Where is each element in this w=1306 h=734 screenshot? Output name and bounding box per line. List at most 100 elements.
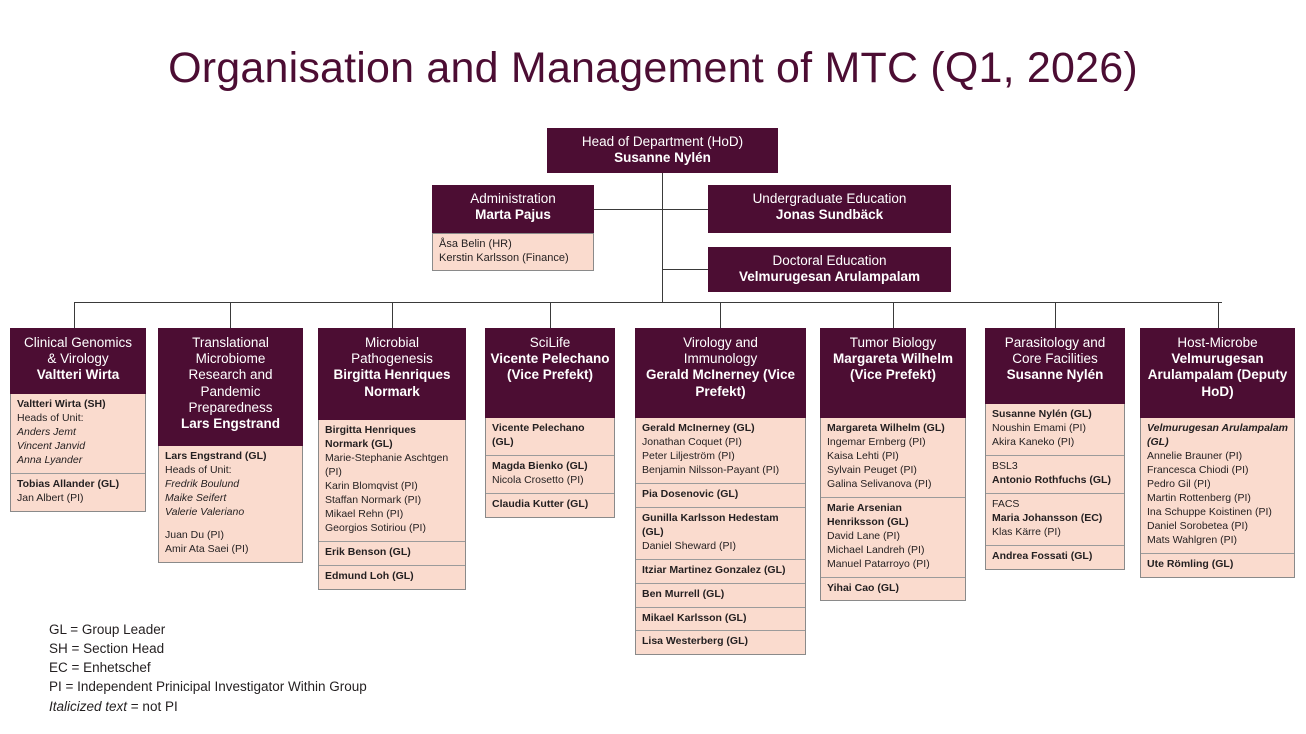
group-person: Peter Liljeström (PI) <box>642 449 735 462</box>
group-person: Jonathan Coquet (PI) <box>642 435 742 448</box>
group-block[interactable]: Marie Arsenian Henriksson (GL)David Lane… <box>821 498 965 578</box>
column-header-name: Valtteri Wirta <box>36 367 120 383</box>
connector-doctoral-horizontal <box>662 269 708 270</box>
group-block[interactable]: Magda Bienko (GL)Nicola Crosetto (PI) <box>486 456 614 494</box>
doctoral-role: Doctoral Education <box>772 253 887 268</box>
box-undergraduate-education[interactable]: Undergraduate Education Jonas Sundbäck <box>708 185 951 233</box>
group-person: Martin Rottenberg (PI) <box>1147 491 1251 504</box>
group-person: Maria Johansson (EC) <box>992 511 1103 524</box>
connector-drop-6 <box>1055 302 1056 328</box>
doctoral-name: Velmurugesan Arulampalam <box>738 268 921 284</box>
group-person: Francesca Chiodi (PI) <box>1147 463 1249 476</box>
group-block[interactable]: Vicente Pelechano (GL) <box>486 418 614 456</box>
connector-admin-horizontal <box>594 209 662 210</box>
group-block[interactable]: Gunilla Karlsson Hedestam (GL)Daniel She… <box>636 508 805 560</box>
column-header-line: Host-Microbe <box>1177 335 1258 350</box>
group-block[interactable]: Birgitta Henriques Normark (GL)Marie-Ste… <box>319 420 465 542</box>
group-block[interactable]: Tobias Allander (GL)Jan Albert (PI) <box>11 474 145 511</box>
group-person: Daniel Sheward (PI) <box>642 539 736 552</box>
group-person: Itziar Martinez Gonzalez (GL) <box>642 563 786 576</box>
column-body: Birgitta Henriques Normark (GL)Marie-Ste… <box>318 420 466 590</box>
group-person: Benjamin Nilsson-Payant (PI) <box>642 463 780 476</box>
group-block[interactable]: Andrea Fossati (GL) <box>986 546 1124 569</box>
group-block[interactable]: Ben Murrell (GL) <box>636 584 805 608</box>
column-header-line: Core Facilities <box>1012 351 1098 367</box>
group-person: Kaisa Lehti (PI) <box>827 449 899 462</box>
group-block[interactable]: Ute Römling (GL) <box>1141 554 1294 577</box>
group-block[interactable]: Pia Dosenovic (GL) <box>636 484 805 508</box>
group-person: Lars Engstrand (GL) <box>165 450 267 462</box>
column-header-line: Preparedness <box>188 399 273 415</box>
column-body: Susanne Nylén (GL)Noushin Emami (PI)Akir… <box>985 404 1125 570</box>
group-person: Maike Seifert <box>165 491 227 504</box>
column-header-line: & Virology <box>47 351 109 367</box>
group-person: Gerald McInerney (GL) <box>642 422 755 434</box>
legend-italic-definition: = not PI <box>127 698 178 714</box>
group-block[interactable]: Claudia Kutter (GL) <box>486 494 614 517</box>
administration-staff-0: Åsa Belin (HR) <box>439 238 512 250</box>
connector-drop-3 <box>550 302 551 328</box>
column-body: Valtteri Wirta (SH)Heads of Unit:Anders … <box>10 394 146 512</box>
connector-drop-4 <box>720 302 721 328</box>
box-head-of-department[interactable]: Head of Department (HoD) Susanne Nylén <box>547 128 778 173</box>
legend-italic-term: Italicized text <box>49 698 128 714</box>
group-block[interactable]: Gerald McInerney (GL)Jonathan Coquet (PI… <box>636 418 805 484</box>
group-block[interactable]: Lisa Westerberg (GL) <box>636 631 805 654</box>
column-header-line: Clinical Genomics <box>23 335 133 350</box>
group-person: Ute Römling (GL) <box>1147 557 1234 570</box>
group-person: Velmurugesan Arulampalam (GL) <box>1147 422 1289 448</box>
group-block[interactable]: Erik Benson (GL) <box>319 542 465 566</box>
column-header-line: Microbiome <box>195 351 266 367</box>
group-person: Anna Lyander <box>17 453 83 466</box>
group-block[interactable]: Mikael Karlsson (GL) <box>636 608 805 632</box>
column-header-name: Velmurugesan Arulampalam (Deputy HoD) <box>1147 351 1288 399</box>
group-person: Michael Landreh (PI) <box>827 543 925 556</box>
group-person: Heads of Unit: <box>165 463 232 476</box>
group-block[interactable]: Yihai Cao (GL) <box>821 578 965 601</box>
group-person: Juan Du (PI) <box>165 528 224 541</box>
group-block[interactable]: Susanne Nylén (GL)Noushin Emami (PI)Akir… <box>986 404 1124 456</box>
group-person: Vincent Janvid <box>17 439 86 452</box>
group-person: Georgios Sotiriou (PI) <box>325 521 426 534</box>
group-person: David Lane (PI) <box>827 529 900 542</box>
group-person: Akira Kaneko (PI) <box>992 435 1075 448</box>
column-body: Velmurugesan Arulampalam (GL)Annelie Bra… <box>1140 418 1295 578</box>
column-header-line: Immunology <box>683 351 758 367</box>
page-title: Organisation and Management of MTC (Q1, … <box>168 44 1138 92</box>
group-person: Birgitta Henriques Normark (GL) <box>325 424 417 450</box>
column-header-line: Microbial <box>364 335 419 350</box>
group-person: FACS <box>992 497 1020 510</box>
column-header-name: Gerald McInerney (Vice Prefekt) <box>645 367 796 399</box>
group-block[interactable]: Velmurugesan Arulampalam (GL)Annelie Bra… <box>1141 418 1294 554</box>
box-doctoral-education[interactable]: Doctoral Education Velmurugesan Arulampa… <box>708 247 951 292</box>
group-person: Sylvain Peuget (PI) <box>827 463 917 476</box>
connector-drop-5 <box>893 302 894 328</box>
group-block[interactable]: Margareta Wilhelm (GL)Ingemar Ernberg (P… <box>821 418 965 498</box>
group-block[interactable]: Edmund Loh (GL) <box>319 566 465 589</box>
group-block[interactable]: Lars Engstrand (GL)Heads of Unit:Fredrik… <box>159 446 302 562</box>
administration-staff-1: Kerstin Karlsson (Finance) <box>439 252 569 265</box>
group-person: Lisa Westerberg (GL) <box>642 635 748 648</box>
box-administration[interactable]: Administration Marta Pajus <box>432 185 594 233</box>
group-block[interactable]: Itziar Martinez Gonzalez (GL) <box>636 560 805 584</box>
group-block[interactable]: Valtteri Wirta (SH)Heads of Unit:Anders … <box>11 394 145 474</box>
group-person: Andrea Fossati (GL) <box>992 549 1093 562</box>
group-person: Ina Schuppe Koistinen (PI) <box>1147 505 1272 518</box>
group-person: Ben Murrell (GL) <box>642 587 725 600</box>
